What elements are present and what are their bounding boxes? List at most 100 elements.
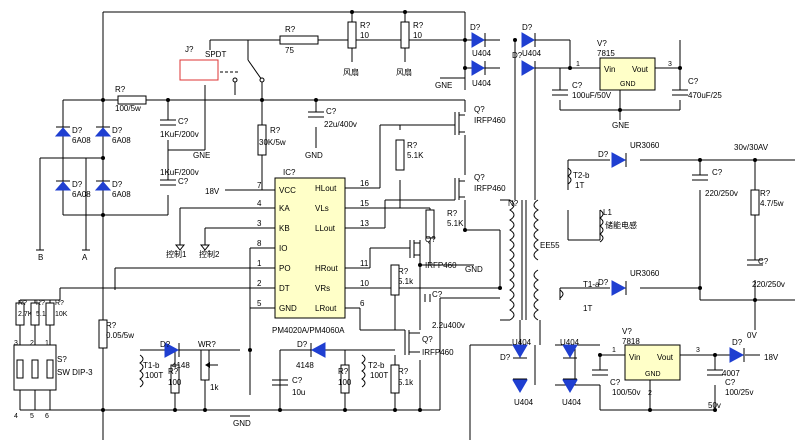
r51kb-value: 5.1K: [447, 219, 464, 228]
d3-value: 6A08: [72, 190, 91, 199]
reg2-vout: Vout: [657, 353, 674, 362]
c10025-ref: C?: [725, 378, 736, 387]
d4007-ref: D?: [732, 338, 743, 347]
q4-ref: Q?: [422, 335, 433, 344]
r51ka-value: 5.1K: [407, 151, 424, 160]
resistor-5k1-e: [390, 364, 400, 394]
diode-u404-4: [521, 60, 535, 76]
q1-value: IRFP460: [474, 116, 506, 125]
sw-pin-5: 5: [30, 413, 34, 420]
t1b-value: 100T: [145, 371, 163, 380]
r47-ref: R?: [760, 189, 771, 198]
r47-value: 4.7/5w: [760, 199, 784, 208]
resistor-100-5w: [117, 95, 147, 105]
du4-ref: D?: [512, 51, 523, 60]
t2b-value: 100T: [370, 371, 388, 380]
r005-ref: R?: [106, 321, 117, 330]
resistor-75: [279, 35, 319, 45]
r51ke-ref: R?: [398, 367, 409, 376]
d1-value: 6A08: [72, 136, 91, 145]
regulator-7818: Vin Vout GND V? 7818 1 3 2: [612, 327, 700, 397]
du5-ref: D?: [500, 353, 511, 362]
d4148b-ref: D?: [297, 340, 308, 349]
wr-ref: WR?: [198, 340, 216, 349]
d2-ref: D?: [112, 126, 123, 135]
fan2-label: 风扇: [396, 67, 412, 77]
ctrl1-label: 控制1: [166, 249, 187, 259]
gne2-label: GNE: [435, 81, 452, 90]
r100-value: 100/5w: [115, 104, 141, 113]
mosfet-q4: Q? IRFP460: [404, 330, 454, 357]
reg2-pin2: 2: [648, 390, 652, 397]
fan1-r-value: 10: [360, 31, 369, 40]
relay-type: SPDT: [205, 50, 226, 59]
q2-value: IRFP460: [474, 184, 506, 193]
diode-u404-3: [521, 32, 535, 48]
diode-6a08-1: [54, 127, 72, 137]
q2-ref: Q?: [474, 173, 485, 182]
dur1-value: UR3060: [630, 141, 660, 150]
resistor-75-ref: R?: [285, 25, 296, 34]
reg1-pin1: 1: [576, 61, 580, 68]
t2b-ref: T2-b: [368, 361, 385, 370]
r51kc-ref: R?: [398, 267, 409, 276]
regulator-7815: Vin Vout GND V? 7815 1 3: [576, 39, 672, 91]
diode-u404-5: [512, 344, 528, 358]
rs2-value: 5.1K: [36, 311, 51, 318]
c10025-value: 100/25v: [725, 388, 753, 397]
ic-pin-kb: KB: [279, 224, 290, 233]
capacitors: C? 1KuF/200v C? 1KuF/200v C? 22u/400v C?…: [160, 77, 785, 410]
reg2-vin: Vin: [629, 353, 640, 362]
ic-pin-number: 11: [360, 259, 369, 268]
d4-value: 6A08: [112, 190, 131, 199]
resistor-100-a: [170, 364, 180, 394]
ic-pin-number: 10: [360, 279, 369, 288]
ic-pin-number: 13: [360, 219, 369, 228]
reg1-pin3: 3: [668, 61, 672, 68]
fan2-r-ref: R?: [413, 21, 424, 30]
diode-ur3060-1: [611, 152, 627, 168]
resistor-4-7: [750, 189, 760, 216]
v18-label: 18V: [205, 187, 220, 196]
reg2-gnd: GND: [645, 371, 661, 378]
diode-u404-6: [512, 379, 528, 393]
reg2-ref: V?: [622, 327, 632, 336]
c10050a-ref: C?: [610, 378, 621, 387]
c22u-ref: C?: [326, 107, 337, 116]
current-transformers: T2-b 1T T1-a 1T T1-b 100T T2-b 100T: [139, 167, 600, 388]
r005-value: 0.05/5w: [106, 331, 134, 340]
c1k1-value: 1KuF/200v: [160, 130, 199, 139]
c10u-value: 10u: [292, 388, 305, 397]
resistor-75-value: 75: [285, 46, 294, 55]
v50-label: 50v: [708, 401, 721, 410]
diode-u404-8: [562, 379, 578, 393]
c220b-value: 220/250v: [752, 280, 785, 289]
reg1-vout: Vout: [632, 65, 649, 74]
d3-ref: D?: [72, 180, 83, 189]
diodes: D? 6A08 D? 6A08 D? 6A08 D? 6A08 D? U404 …: [54, 23, 745, 407]
ic-pin-vrs: VRs: [315, 284, 330, 293]
diode-u404-1: [471, 32, 485, 48]
d2-value: 6A08: [112, 136, 131, 145]
du1-ref: D?: [470, 23, 481, 32]
c1k2-value: 1KuF/200v: [160, 168, 199, 177]
ic-pin-number: 16: [360, 179, 369, 188]
ic-pin-number: 1: [257, 259, 262, 268]
transformer-ee55: N? EE55: [508, 199, 560, 321]
resistor-30k: [257, 124, 267, 156]
l1-name: 储能电感: [605, 220, 637, 230]
gne1-label: GNE: [193, 151, 210, 160]
d4148b-value: 4148: [296, 361, 314, 370]
resistor-2k7: [15, 302, 25, 326]
diode-u404-2: [471, 60, 485, 76]
d4148a-value: 4148: [172, 361, 190, 370]
ic-pin-number: 6: [360, 299, 365, 308]
reg1-part: 7815: [597, 49, 615, 58]
ctrl2-label: 控制2: [199, 249, 220, 259]
resistors: R? 75 R? 10 风扇 R? 10 风扇 R? 100/5w R? 30K…: [15, 21, 784, 394]
junctions: [101, 10, 757, 412]
